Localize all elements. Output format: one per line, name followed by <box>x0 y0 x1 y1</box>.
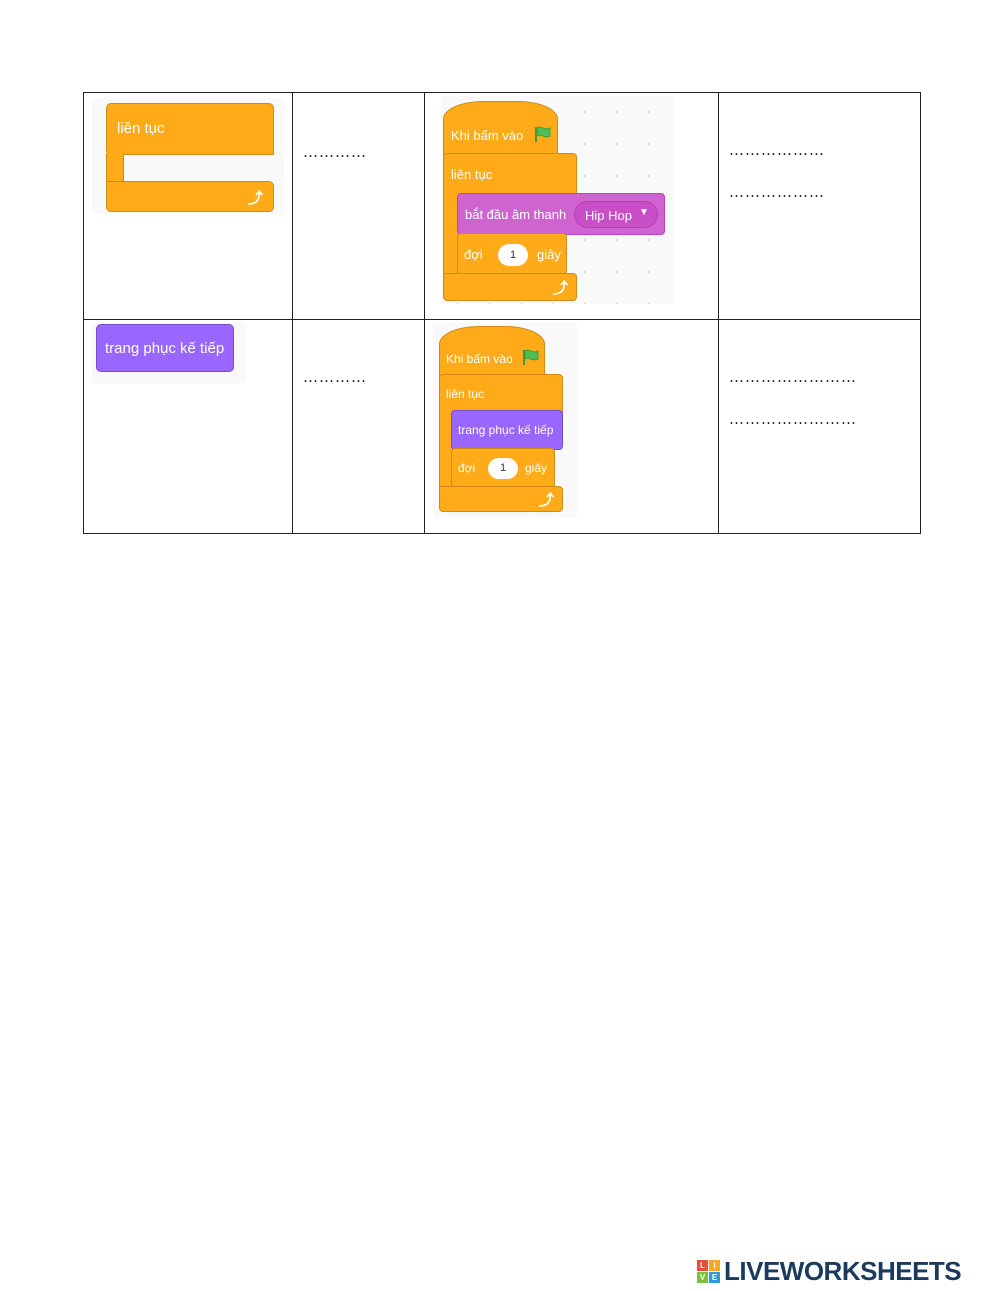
answer-blank-line-2[interactable]: ……………… <box>729 183 825 201</box>
wait-block: đợi 1 giây <box>457 233 567 275</box>
loop-arrow-icon: ⤴ <box>552 280 568 297</box>
worksheet-table: liên tục ⤴ ………… Khi bấm vào liên tục <box>83 92 921 534</box>
wait-unit: giây <box>525 461 548 475</box>
logo-tile: I <box>709 1259 720 1271</box>
hat-label: Khi bấm vào <box>446 352 513 366</box>
forever-label: liên tục <box>451 167 493 182</box>
block-cell: liên tục ⤴ <box>83 92 293 320</box>
next-costume-block: trang phục kế tiếp <box>451 410 563 450</box>
next-costume-label: trang phục kế tiếp <box>458 423 554 437</box>
answer-blank[interactable]: ………… <box>303 143 367 161</box>
hat-label: Khi bấm vào <box>451 128 524 143</box>
loop-arrow-icon: ⤴ <box>538 492 554 509</box>
green-flag-icon <box>535 126 551 142</box>
script-cell: Khi bấm vào liên tục trang phục kế tiếp … <box>424 319 719 534</box>
next-costume-block: trang phục kế tiếp <box>96 324 234 372</box>
start-sound-block: bắt đầu âm thanh Hip Hop ▼ <box>457 193 665 235</box>
logo-tile: L <box>697 1259 708 1271</box>
script-cell: Khi bấm vào liên tục bắt đầu âm thanh Hi… <box>424 92 719 320</box>
wait-label: đợi <box>464 247 483 262</box>
logo-tile: E <box>709 1271 720 1283</box>
answer-blank[interactable]: ………… <box>303 368 367 386</box>
next-costume-label: trang phục kế tiếp <box>105 340 225 357</box>
block-cell: trang phục kế tiếp <box>83 319 293 534</box>
forever-block-label: liên tục <box>117 120 165 137</box>
forever-foot: ⤴ <box>443 273 577 301</box>
table-row: liên tục ⤴ ………… Khi bấm vào liên tục <box>83 92 921 320</box>
chevron-down-icon: ▼ <box>639 207 649 218</box>
logo-text: LIVEWORKSHEETS <box>724 1255 962 1286</box>
table-row: trang phục kế tiếp ………… Khi bấm vào liên… <box>83 319 921 534</box>
logo-tiles-icon: L I V E <box>697 1259 720 1283</box>
forever-label: liên tục <box>446 387 485 401</box>
liveworksheets-logo: L I V E LIVEWORKSHEETS <box>697 1255 962 1286</box>
green-flag-icon <box>523 349 539 365</box>
forever-block-foot: ⤴ <box>106 181 274 212</box>
forever-block: liên tục <box>439 374 563 414</box>
wait-label: đợi <box>458 461 476 475</box>
when-flag-clicked-block: Khi bấm vào <box>439 326 545 378</box>
answer-cell-long: ……………… ……………… <box>718 92 921 320</box>
forever-block: liên tục <box>106 103 274 155</box>
answer-blank-line-1[interactable]: …………………… <box>729 368 857 386</box>
loop-arrow-icon: ⤴ <box>247 190 263 207</box>
answer-cell-short: ………… <box>292 92 425 320</box>
logo-tile: V <box>697 1271 708 1283</box>
wait-unit: giây <box>537 247 561 262</box>
answer-cell-long: …………………… …………………… <box>718 319 921 534</box>
wait-value-input[interactable]: 1 <box>488 458 518 479</box>
wait-value-input[interactable]: 1 <box>498 244 528 266</box>
answer-blank-line-2[interactable]: …………………… <box>729 410 857 428</box>
forever-foot: ⤴ <box>439 486 563 512</box>
wait-block: đợi 1 giây <box>451 448 555 488</box>
sound-dropdown[interactable]: Hip Hop ▼ <box>574 201 658 228</box>
when-flag-clicked-block: Khi bấm vào <box>443 101 558 157</box>
forever-block: liên tục <box>443 153 577 197</box>
forever-block-arm <box>106 153 124 185</box>
answer-cell-short: ………… <box>292 319 425 534</box>
start-sound-label: bắt đầu âm thanh <box>465 207 567 222</box>
answer-blank-line-1[interactable]: ……………… <box>729 141 825 159</box>
sound-dropdown-value: Hip Hop <box>585 208 632 223</box>
